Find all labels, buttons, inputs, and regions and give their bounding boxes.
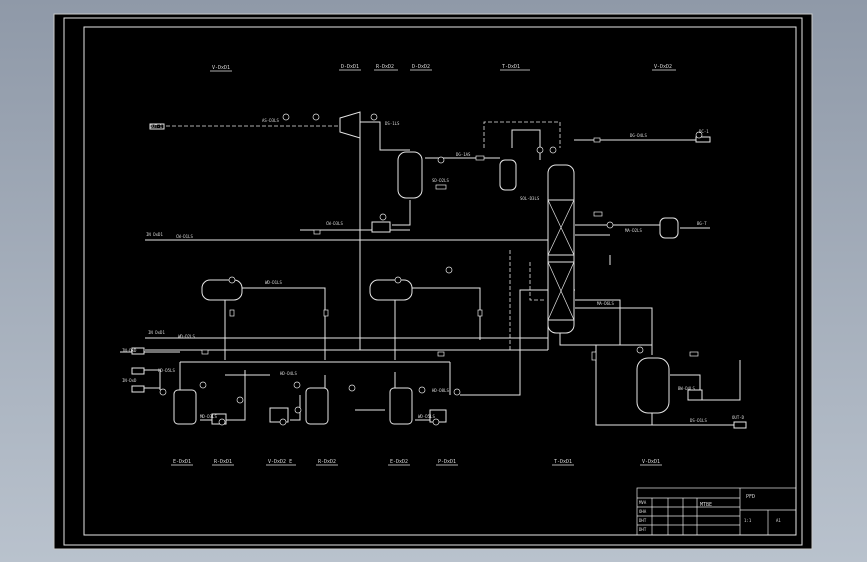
reactor-1 bbox=[173, 389, 197, 425]
title-block-cell-1: MVA bbox=[639, 500, 647, 505]
stream-label-3: IN DxD1 bbox=[146, 232, 163, 237]
title-block: MVA OHA DHT DHT MTBE PFD 1:1 A1 bbox=[636, 487, 797, 536]
title-block-subtitle: PFD bbox=[746, 494, 755, 500]
title-block-cell-4: DHT bbox=[639, 527, 647, 532]
horizontal-tank-2 bbox=[369, 279, 413, 301]
top-label-5: T-DxD1 bbox=[502, 64, 520, 70]
reactor-2 bbox=[305, 387, 329, 425]
line-label-6: CW-D1LS bbox=[176, 234, 193, 239]
bottoms-drum bbox=[636, 357, 670, 414]
title-block-scale: 1:1 bbox=[744, 518, 752, 523]
bottom-labels: E-DxD1 R-DxD1 V-DxD2 E R-DxD2 E-DxD2 P-D… bbox=[171, 459, 662, 466]
line-label-9: MA-D2LS bbox=[625, 228, 642, 233]
line-label-12: WD-D2LS bbox=[178, 334, 195, 339]
title-block-cell-3: DHT bbox=[639, 518, 647, 523]
equipment bbox=[131, 111, 747, 429]
line-label-17: WD-D5LS bbox=[418, 414, 435, 419]
line-label-14: HD-D5LS bbox=[158, 368, 175, 373]
line-label-8: SD-D2LS bbox=[432, 178, 449, 183]
bottom-label-4: R-DxD2 bbox=[318, 459, 336, 465]
compressor bbox=[339, 111, 361, 139]
title-block-cell-2: OHA bbox=[639, 509, 647, 514]
reflux-drum bbox=[499, 159, 517, 191]
title-block-sheet: A1 bbox=[776, 518, 781, 523]
top-label-6: V-DxD2 bbox=[654, 64, 672, 70]
bottom-label-1: E-DxD1 bbox=[173, 459, 191, 465]
bottom-label-2: R-DxD1 bbox=[214, 459, 232, 465]
top-labels: V-DxD1 D-DxD1 R-DxD2 D-DxD2 T-DxD1 V-DxD… bbox=[210, 64, 676, 72]
line-label-10: MA-D6LS bbox=[597, 301, 614, 306]
top-label-2: D-DxD1 bbox=[341, 64, 359, 70]
line-label-15: MD-D3LS bbox=[200, 414, 217, 419]
stream-label-5: IN-DxD bbox=[122, 348, 137, 353]
title-block-project: MTBE bbox=[700, 502, 712, 508]
bottom-label-8: V-DxD1 bbox=[642, 459, 660, 465]
bottom-label-7: T-DxD1 bbox=[554, 459, 572, 465]
stream-label-7: OUT-1 bbox=[150, 124, 163, 129]
outer-frame bbox=[63, 17, 803, 546]
line-label-18: DS-D1LS bbox=[690, 418, 707, 423]
exchanger-1 bbox=[269, 407, 289, 423]
line-label-7: CW-D3LS bbox=[326, 221, 343, 226]
line-label-11: WD-D1LS bbox=[265, 280, 282, 285]
product-drum bbox=[659, 217, 679, 239]
top-label-3: R-DxD2 bbox=[376, 64, 394, 70]
horizontal-tank-1 bbox=[201, 279, 243, 301]
drawing-sheet bbox=[53, 13, 813, 550]
bottom-label-5: E-DxD2 bbox=[390, 459, 408, 465]
stream-label-2: BG-T bbox=[697, 221, 707, 226]
exchanger-5 bbox=[687, 389, 703, 401]
distillation-column bbox=[547, 164, 575, 334]
line-label-4: SOL-D3LS bbox=[520, 196, 540, 201]
bottom-label-6: P-DxD1 bbox=[438, 459, 456, 465]
line-label-5: DG-D4LS bbox=[630, 133, 647, 138]
inner-frame bbox=[83, 26, 797, 536]
line-label-3: DG-1AS bbox=[456, 152, 471, 157]
line-label-19: BW-D4LS bbox=[678, 386, 695, 391]
separator-vessel bbox=[397, 151, 423, 199]
exchanger-3 bbox=[211, 413, 227, 425]
stream-label-6: IN-DxD bbox=[122, 378, 137, 383]
bottom-label-3: V-DxD2 E bbox=[268, 459, 292, 465]
line-labels: AS-D3LS DS-1LS DG-1AS SOL-D3LS DG-D4LS C… bbox=[158, 118, 707, 423]
exchanger-4 bbox=[371, 221, 391, 233]
line-label-13: HD-D4LS bbox=[280, 371, 297, 376]
stream-label-8: OUT-D bbox=[732, 415, 745, 420]
line-label-1: AS-D3LS bbox=[262, 118, 279, 123]
reactor-3 bbox=[389, 387, 413, 425]
stream-label-1: DC-1 bbox=[699, 129, 709, 134]
stream-labels: DC-1 BG-T IN DxD1 IN DxD1 IN-DxD IN-DxD … bbox=[122, 124, 745, 420]
line-label-2: DS-1LS bbox=[385, 121, 400, 126]
line-label-16: HD-D8LS bbox=[432, 388, 449, 393]
top-label-4: D-DxD2 bbox=[412, 64, 430, 70]
top-label-1: V-DxD1 bbox=[212, 65, 230, 71]
stream-label-4: IN DxD1 bbox=[148, 330, 165, 335]
instruments bbox=[159, 113, 703, 426]
